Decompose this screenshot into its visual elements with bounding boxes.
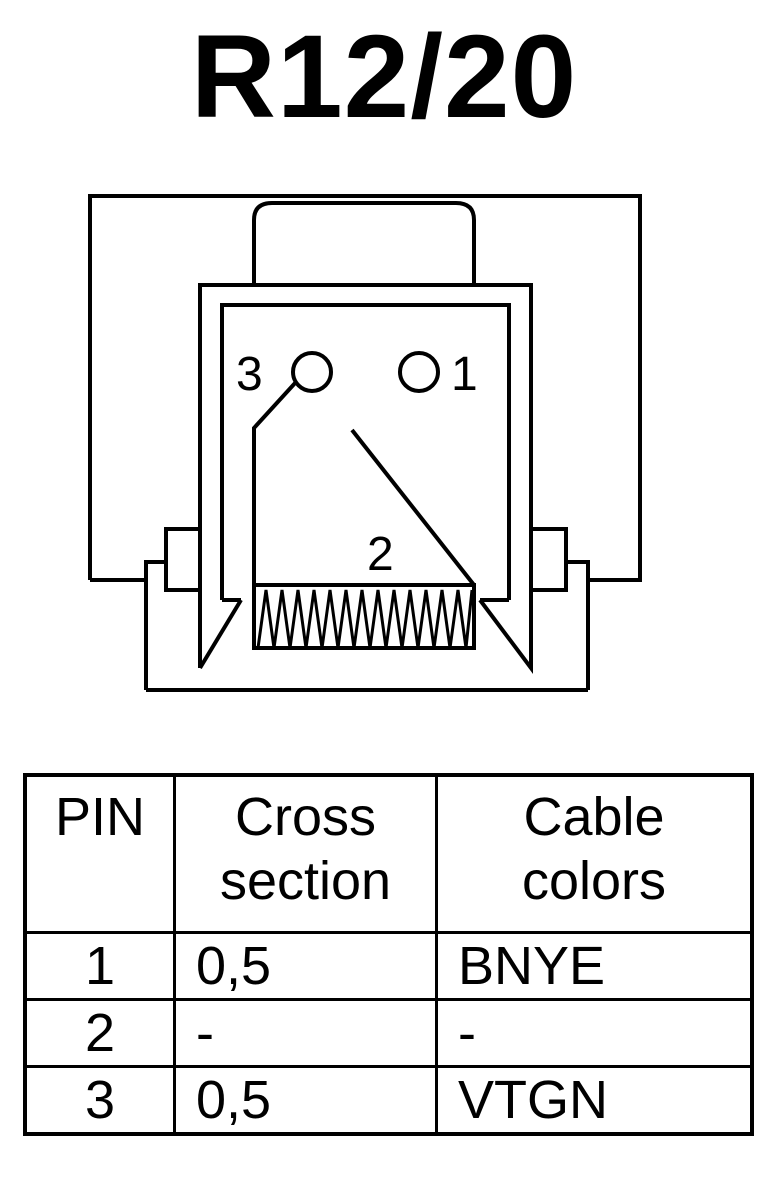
- header-cable-colors: Cable colors: [435, 773, 754, 934]
- left-side-block: [164, 562, 200, 592]
- pin-cell: 3: [23, 1065, 176, 1136]
- diagram-title: R12/20: [190, 11, 578, 143]
- pin-cell: 1: [23, 931, 176, 1001]
- cross-section-cell: -: [173, 998, 438, 1068]
- contact-strip: [252, 583, 476, 650]
- contact-2-lead: [350, 428, 476, 587]
- pin-label-3: 3: [236, 348, 263, 401]
- pin-1-circle: [398, 351, 440, 393]
- header-cross-section: Cross section: [173, 773, 438, 934]
- cable-color-cell: VTGN: [435, 1065, 754, 1136]
- cross-section-cell: 0,5: [173, 931, 438, 1001]
- pin-assignment-table: PIN Cross section Cable colors 1 0,5 BNY…: [23, 773, 754, 1136]
- right-side-block: [531, 562, 568, 592]
- pin-label-2: 2: [367, 528, 394, 581]
- insert-outer: [198, 283, 533, 674]
- latch-tab: [252, 201, 476, 285]
- cross-section-cell: 0,5: [173, 1065, 438, 1136]
- cable-color-cell: -: [435, 998, 754, 1068]
- insert-outer-left-foot: [198, 598, 243, 670]
- pin-3-circle: [291, 351, 333, 393]
- table-row: 1 0,5 BNYE: [23, 931, 754, 1001]
- insert-inner: [220, 303, 511, 600]
- spring-zigzag: [256, 589, 474, 649]
- pin-cell: 2: [23, 998, 176, 1068]
- contact-3-lead: [252, 380, 298, 585]
- connector-drawing: 3 1 2: [88, 194, 642, 692]
- table-row: 3 0,5 VTGN: [23, 1065, 754, 1136]
- outer-housing: [88, 194, 642, 582]
- pin-label-1: 1: [451, 348, 478, 401]
- table-header-row: PIN Cross section Cable colors: [23, 773, 754, 934]
- table-row: 2 - -: [23, 998, 754, 1068]
- header-pin: PIN: [23, 773, 176, 934]
- cable-color-cell: BNYE: [435, 931, 754, 1001]
